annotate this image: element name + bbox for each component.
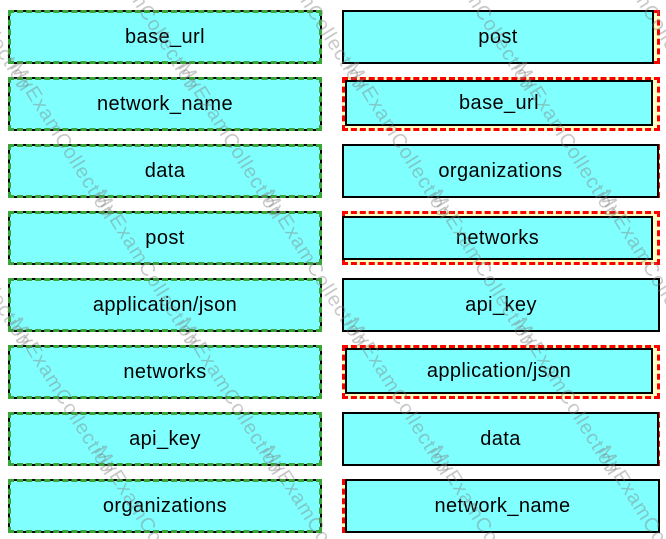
- drag-item-label: application/json: [92, 293, 238, 316]
- drop-slot-7[interactable]: data: [342, 412, 660, 466]
- dropped-item-networks[interactable]: networks: [342, 216, 653, 260]
- drag-item-label: api_key: [129, 427, 201, 450]
- drag-item-network-name[interactable]: network_name: [8, 77, 322, 131]
- source-column: base_url network_name data post applicat…: [8, 10, 322, 533]
- dropped-item-label: data: [480, 427, 521, 450]
- drag-item-label: organizations: [102, 494, 228, 517]
- dropped-item-label: network_name: [434, 494, 571, 517]
- drag-item-base-url[interactable]: base_url: [8, 10, 322, 64]
- drop-slot-8[interactable]: network_name: [342, 479, 660, 533]
- dropped-item-label: networks: [455, 226, 540, 249]
- dropped-item-post[interactable]: post: [342, 10, 654, 64]
- drag-item-label: network_name: [97, 92, 233, 115]
- drop-slot-1[interactable]: post: [342, 10, 660, 64]
- drop-slot-2[interactable]: base_url: [342, 77, 660, 131]
- drag-item-label: base_url: [125, 25, 205, 48]
- drag-item-data[interactable]: data: [8, 144, 322, 198]
- dropped-item-label: organizations: [438, 159, 563, 182]
- dropped-item-organizations[interactable]: organizations: [342, 144, 659, 198]
- drop-slot-6[interactable]: application/json: [342, 345, 660, 399]
- drag-item-api-key[interactable]: api_key: [8, 412, 322, 466]
- target-column: post base_url organizations networks: [342, 10, 660, 533]
- drag-item-label: post: [145, 226, 185, 249]
- drag-item-application-json[interactable]: application/json: [8, 278, 322, 332]
- dropped-item-label: post: [478, 25, 518, 48]
- dropped-item-network-name[interactable]: network_name: [345, 479, 660, 533]
- dropped-item-base-url[interactable]: base_url: [345, 80, 653, 126]
- dropped-item-application-json[interactable]: application/json: [345, 348, 653, 394]
- dropped-item-label: application/json: [426, 359, 572, 382]
- drag-item-organizations[interactable]: organizations: [8, 479, 322, 533]
- drag-item-networks[interactable]: networks: [8, 345, 322, 399]
- drop-slot-4[interactable]: networks: [342, 211, 660, 265]
- columns-container: base_url network_name data post applicat…: [8, 10, 660, 533]
- dropped-item-label: api_key: [465, 293, 537, 316]
- drop-slot-3[interactable]: organizations: [342, 144, 660, 198]
- drag-item-post[interactable]: post: [8, 211, 322, 265]
- dropped-item-api-key[interactable]: api_key: [342, 278, 660, 332]
- drop-slot-5[interactable]: api_key: [342, 278, 660, 332]
- dropped-item-data[interactable]: data: [342, 412, 659, 466]
- dropped-item-label: base_url: [459, 91, 539, 114]
- drag-item-label: networks: [123, 360, 207, 383]
- drag-item-label: data: [144, 159, 186, 182]
